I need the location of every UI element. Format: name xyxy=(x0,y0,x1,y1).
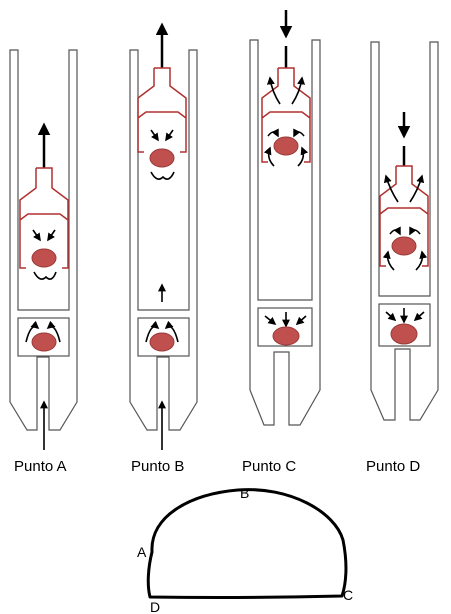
cycle-curve xyxy=(146,488,348,599)
barrel-outline xyxy=(9,49,78,431)
pump-b xyxy=(129,22,198,450)
flow-arrow xyxy=(383,174,399,203)
pump-a xyxy=(9,49,78,450)
pump-label-d: Punto D xyxy=(366,458,420,475)
flow-arrow xyxy=(264,315,277,325)
flow-arrow xyxy=(382,250,395,271)
flow-arrow xyxy=(297,146,309,167)
standing-valve-ball xyxy=(149,332,175,352)
flow-arrow xyxy=(25,320,40,343)
flow-arrow xyxy=(295,315,307,326)
traveling-valve-ball xyxy=(149,148,175,168)
cycle-point-b: B xyxy=(240,485,249,501)
plunger-outline xyxy=(379,165,429,267)
standing-valve-cage xyxy=(378,303,431,347)
plunger-outline xyxy=(261,67,311,163)
flow-arrow xyxy=(293,128,305,138)
flow-arrow xyxy=(291,76,306,105)
flow-arrow xyxy=(33,271,57,280)
flow-arrow xyxy=(145,320,160,343)
flow-arrow xyxy=(165,129,174,142)
pump-label-b: Punto B xyxy=(131,458,184,475)
barrel-outline xyxy=(249,39,321,426)
pump-label-c: Punto C xyxy=(242,458,296,475)
flow-arrow xyxy=(164,320,179,343)
standing-valve-cage xyxy=(257,307,313,347)
cycle-point-a: A xyxy=(137,544,147,560)
standing-valve-cage xyxy=(137,317,190,357)
traveling-valve-ball xyxy=(273,136,299,156)
flow-arrow xyxy=(267,128,279,138)
pump-d xyxy=(370,41,439,421)
flow-arrow xyxy=(150,129,159,142)
flow-arrow xyxy=(385,311,397,322)
flow-arrow xyxy=(46,320,61,343)
plunger-outline xyxy=(19,167,69,269)
flow-arrow xyxy=(32,229,41,242)
flow-arrow xyxy=(409,226,421,236)
plunger-outline xyxy=(137,67,187,153)
standing-valve-ball xyxy=(390,323,418,345)
cycle-point-d: D xyxy=(150,599,160,614)
standing-valve-ball xyxy=(272,326,300,346)
flow-arrow xyxy=(47,229,56,242)
traveling-valve-ball xyxy=(391,236,417,256)
flow-arrow xyxy=(150,171,175,180)
traveling-valve-ball xyxy=(31,248,57,268)
flow-arrow xyxy=(415,250,428,271)
flow-arrow xyxy=(413,311,425,322)
pump-label-a: Punto A xyxy=(14,458,67,475)
standing-valve-cage xyxy=(17,317,70,357)
pump-c xyxy=(249,10,321,426)
flow-arrow xyxy=(389,226,401,236)
flow-arrow xyxy=(263,146,275,167)
cycle-point-c: C xyxy=(343,587,353,603)
flow-arrow xyxy=(266,76,281,105)
flow-arrow xyxy=(409,174,425,203)
standing-valve-ball xyxy=(31,332,57,352)
barrel-outline xyxy=(129,49,198,431)
barrel-outline xyxy=(370,41,439,421)
